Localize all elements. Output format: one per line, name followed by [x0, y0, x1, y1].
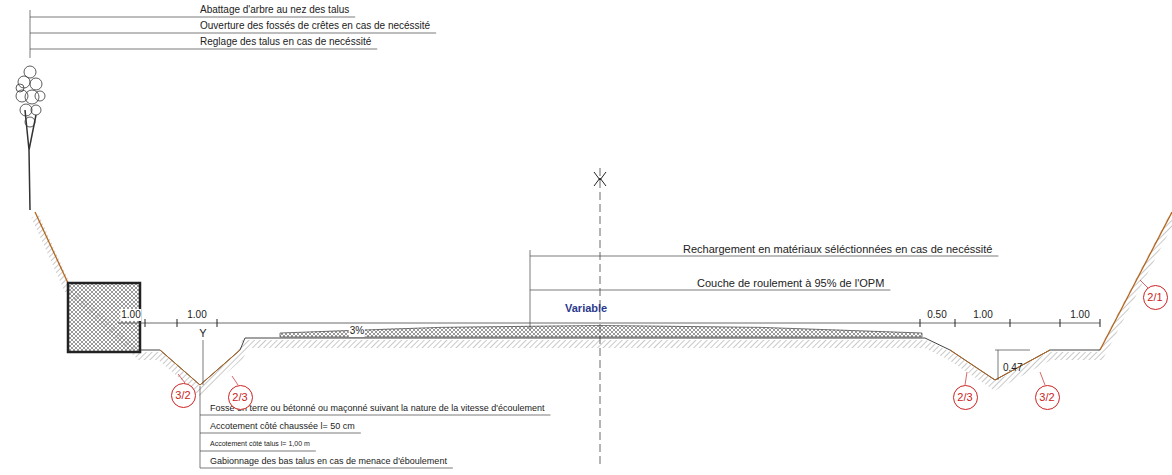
leader-line	[530, 290, 890, 291]
dimension: 1.00	[1069, 309, 1090, 321]
callout-note: Ouverture des fossés de crêtes en cas de…	[200, 20, 430, 32]
slope-ratio-circle: 3/2	[171, 383, 196, 408]
leader-line	[30, 17, 355, 18]
callout-note: Abattage d'arbre au nez des talus	[200, 4, 349, 16]
dimension: 0.47	[1003, 362, 1022, 374]
leader-line	[200, 415, 550, 416]
slope-ratio-circle: 2/3	[953, 385, 978, 410]
callout-note: Couche de roulement à 95% de l'OPM	[697, 277, 884, 289]
dimension: 1.00	[186, 309, 207, 321]
slope-ratio: 2/3	[957, 391, 972, 403]
slope-ratio: 3/2	[175, 389, 190, 401]
slope-ratio: 2/1	[1147, 291, 1162, 303]
slope-ratio: 3/2	[1039, 391, 1054, 403]
leader-line	[30, 49, 377, 50]
callout-note: Reglage des talus en cas de necéssité	[200, 36, 371, 48]
callout-note: Accotement côté talus l= 1,00 m	[210, 438, 310, 450]
axis-mark: Y	[198, 327, 207, 339]
callout-note: Accotement côté chaussée l= 50 cm	[210, 420, 355, 432]
leader-line	[200, 468, 453, 469]
dimension: 1.00	[120, 309, 141, 321]
leader-line	[30, 33, 436, 34]
callout-note: Gabionnage des bas talus en cas de menac…	[210, 455, 447, 467]
dimension: 0.50	[926, 309, 947, 321]
slope-ratio-circle: 2/3	[228, 385, 253, 410]
dimension: 1.00	[972, 309, 993, 321]
leader-line	[200, 451, 316, 452]
slope-ratio-circle: 2/1	[1143, 285, 1168, 310]
callout-note: Rechargement en matériaux séléctionnées …	[683, 243, 992, 255]
slope-percent: 3%	[349, 325, 365, 337]
slope-ratio-circle: 3/2	[1035, 385, 1060, 410]
slope-ratio: 2/3	[232, 391, 247, 403]
leader-line	[530, 256, 998, 257]
leader-line	[200, 433, 361, 434]
callout-note: Fossé en terre ou bétonné ou maçonné sui…	[210, 402, 544, 414]
variable-label: Variable	[565, 302, 607, 314]
